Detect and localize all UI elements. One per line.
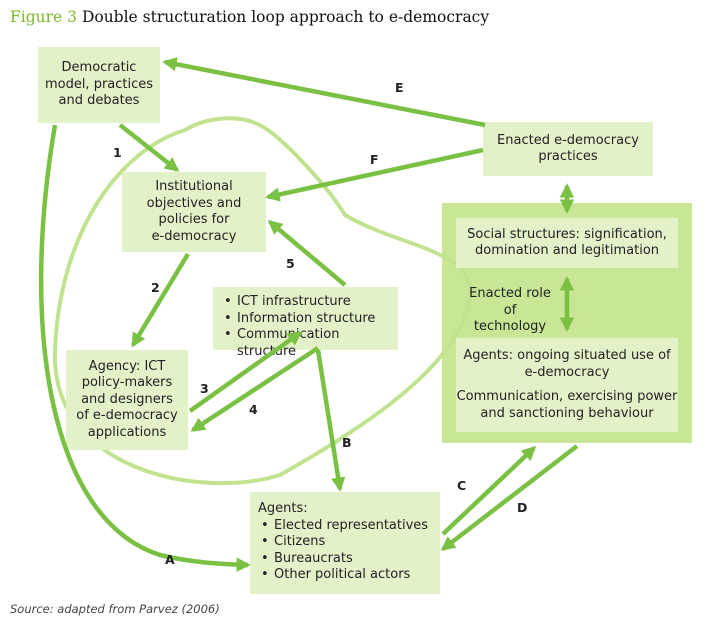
label-1: 1 bbox=[113, 145, 122, 160]
agency-line: of e-democracy bbox=[76, 408, 178, 424]
enacted-role-line: technology bbox=[473, 319, 547, 334]
institutional-box: Institutional objectives and policies fo… bbox=[122, 172, 266, 252]
enacted-role-line: Enacted role of bbox=[469, 286, 551, 318]
democratic-model-line: Democratic bbox=[61, 60, 137, 76]
ict-list-item: Information structure bbox=[221, 311, 398, 328]
enacted-role-label: Enacted role of technology bbox=[462, 286, 558, 336]
figure-number: Figure 3 bbox=[10, 8, 77, 26]
arrow-a bbox=[38, 124, 251, 572]
enacted-practices-box: Enacted e-democracy practices bbox=[483, 122, 653, 176]
agents-use-line: Agents: ongoing situated use of bbox=[463, 348, 671, 363]
agency-box: Agency: ICT policy-makers and designers … bbox=[66, 350, 188, 450]
social-structures-line: domination and legitimation bbox=[474, 243, 660, 258]
agents-use-box: Agents: ongoing situated use of e-democr… bbox=[456, 338, 678, 432]
agency-line: policy-makers bbox=[81, 375, 173, 391]
agency-line: and designers bbox=[81, 391, 173, 407]
ict-list-item: ICT infrastructure bbox=[221, 294, 398, 311]
institutional-line: objectives and bbox=[146, 195, 242, 211]
label-4: 4 bbox=[249, 402, 258, 417]
figure-title-text: Double structuration loop approach to e-… bbox=[81, 8, 490, 26]
agents-use-line: Communication, exercising power bbox=[456, 389, 678, 404]
enacted-practices-line: Enacted e-democracy bbox=[497, 132, 639, 148]
agents-box: Agents: Elected representatives Citizens… bbox=[250, 492, 440, 594]
social-structures-box: Social structures: signification, domina… bbox=[456, 218, 678, 268]
agents-use-line: and sanctioning behaviour bbox=[480, 405, 654, 421]
figure-title: Figure 3 Double structuration loop appro… bbox=[10, 8, 489, 26]
democratic-model-line: and debates bbox=[58, 93, 140, 109]
agents-list-item: Other political actors bbox=[258, 567, 440, 584]
label-3: 3 bbox=[200, 381, 209, 396]
structuration-loop bbox=[52, 116, 473, 486]
democratic-model-line: model, practices bbox=[44, 76, 154, 92]
social-structures-line: Social structures: signification, bbox=[467, 226, 667, 242]
label-e: E bbox=[395, 80, 404, 95]
arrow-4 bbox=[190, 346, 320, 432]
label-b: B bbox=[342, 435, 352, 450]
agents-list-item: Citizens bbox=[258, 534, 440, 551]
enacted-practices-line: practices bbox=[538, 149, 598, 164]
agency-line: Agency: ICT bbox=[88, 358, 166, 374]
arrow-e bbox=[162, 57, 486, 128]
agents-list-item: Bureaucrats bbox=[258, 551, 440, 568]
agents-heading: Agents: bbox=[258, 501, 308, 516]
agency-line: applications bbox=[87, 424, 167, 440]
democratic-model-box: Democratic model, practices and debates bbox=[38, 47, 160, 123]
institutional-line: policies for bbox=[158, 212, 230, 227]
institutional-line: e-democracy bbox=[151, 228, 237, 244]
arrow-5 bbox=[267, 220, 347, 287]
label-c: C bbox=[457, 478, 467, 493]
arrow-f bbox=[265, 147, 484, 202]
arrow-3 bbox=[188, 331, 303, 413]
arrow-d bbox=[440, 444, 579, 551]
arrow-c bbox=[441, 446, 537, 536]
label-2: 2 bbox=[151, 280, 160, 295]
label-5: 5 bbox=[286, 256, 295, 271]
label-a: A bbox=[165, 552, 175, 567]
agents-list-item: Elected representatives bbox=[258, 518, 440, 535]
arrow-1 bbox=[118, 123, 180, 172]
source-note: Source: adapted from Parvez (2006) bbox=[10, 602, 220, 616]
arrow-b bbox=[315, 349, 346, 492]
institutional-line: Institutional bbox=[155, 179, 233, 194]
arrow-2 bbox=[131, 252, 190, 348]
label-d: D bbox=[517, 500, 528, 515]
agents-use-line: e-democracy bbox=[524, 364, 610, 380]
agents-list: Elected representatives Citizens Bureauc… bbox=[258, 518, 440, 584]
label-f: F bbox=[370, 152, 379, 167]
